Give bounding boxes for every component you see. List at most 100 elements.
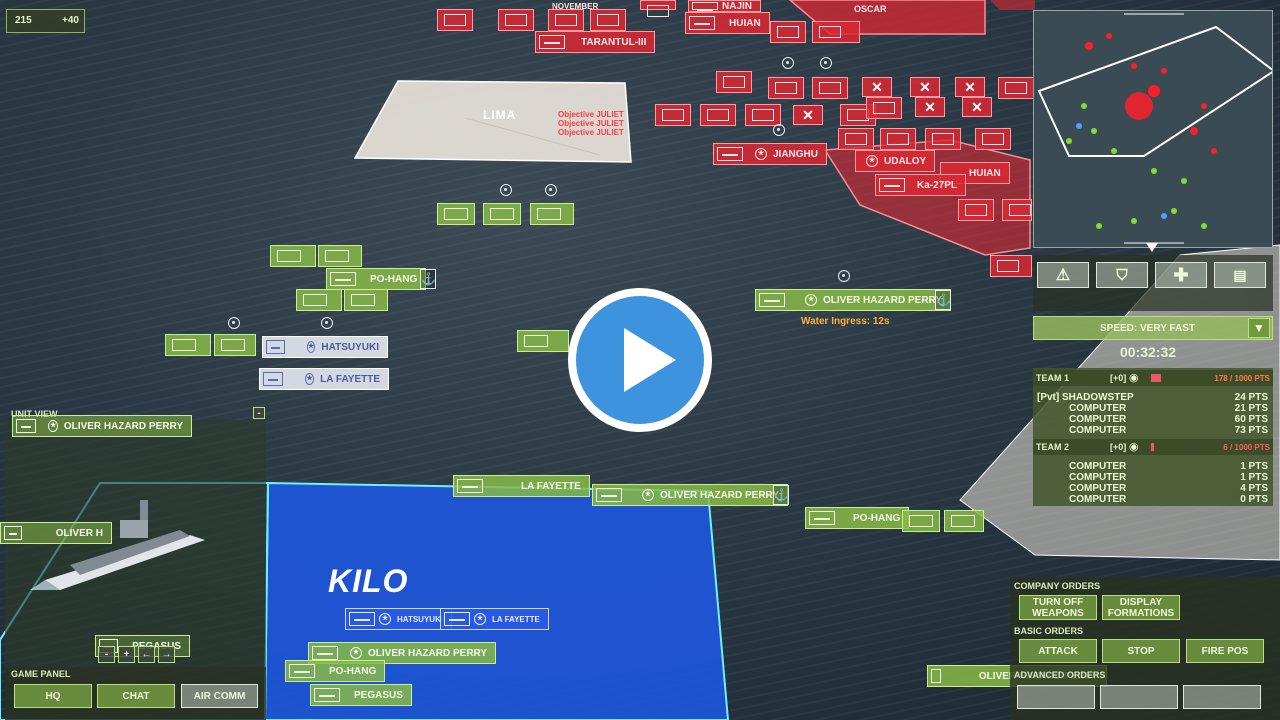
enemy-unit[interactable] bbox=[1002, 199, 1032, 221]
friendly-unit[interactable] bbox=[165, 334, 211, 356]
enemy-unit[interactable] bbox=[998, 77, 1034, 99]
zone-lima-stroke bbox=[464, 117, 601, 156]
unit-view-group-tag[interactable]: OLIVER H bbox=[0, 522, 112, 544]
friendly-tag-lafayette-blue[interactable]: ★ LA FAYETTE bbox=[440, 608, 549, 630]
target-marker-icon[interactable] bbox=[545, 184, 557, 196]
shield-icon[interactable]: ⛉ bbox=[1096, 262, 1148, 288]
enemy-unit[interactable] bbox=[880, 128, 916, 150]
speed-dropdown-arrow-icon[interactable]: ▼ bbox=[1248, 318, 1270, 338]
play-button[interactable] bbox=[568, 288, 712, 432]
destroyed-marker-icon[interactable]: ✕ bbox=[793, 105, 823, 125]
eye-icon[interactable]: ◉ bbox=[1129, 372, 1139, 384]
target-marker-icon[interactable] bbox=[321, 317, 333, 329]
air-comm-button[interactable]: AIR COMM bbox=[181, 684, 258, 708]
rank-star-icon: ★ bbox=[866, 155, 878, 167]
friendly-unit[interactable] bbox=[483, 203, 521, 225]
enemy-unit[interactable] bbox=[548, 9, 584, 31]
friendly-tag-oliver-1[interactable]: ★ OLIVER HAZARD PERRY bbox=[755, 289, 952, 311]
enemy-unit[interactable] bbox=[990, 255, 1032, 277]
friendly-tag-hatsuyuki-white[interactable]: ★ HATSUYUKI bbox=[262, 336, 388, 358]
destroyed-marker-icon[interactable]: ✕ bbox=[862, 77, 892, 97]
turn-off-weapons-button[interactable]: TURN OFF WEAPONS bbox=[1019, 595, 1097, 620]
eye-icon[interactable]: ◉ bbox=[1129, 441, 1139, 453]
attack-button[interactable]: ATTACK bbox=[1019, 639, 1097, 663]
advanced-order-slot-3[interactable] bbox=[1183, 685, 1261, 709]
friendly-tag-pegasus[interactable]: PEGASUS bbox=[310, 684, 412, 706]
advanced-order-slot-2[interactable] bbox=[1100, 685, 1178, 709]
friendly-unit[interactable] bbox=[318, 245, 362, 267]
enemy-unit[interactable] bbox=[958, 199, 994, 221]
enemy-tag-label: HUIAN bbox=[729, 17, 761, 29]
friendly-unit[interactable] bbox=[214, 334, 256, 356]
enemy-unit[interactable] bbox=[768, 77, 804, 99]
friendly-tag-oliver-3[interactable]: ★ OLIVER HAZARD PERRY bbox=[308, 642, 497, 664]
rank-star-icon: ★ bbox=[350, 647, 362, 659]
friendly-tag-po-hang-1[interactable]: PO-HANG bbox=[326, 268, 427, 290]
turn-off-weapons-label: TURN OFF WEAPONS bbox=[1032, 596, 1084, 619]
enemy-unit[interactable] bbox=[770, 21, 806, 43]
friendly-tag-oliver-2[interactable]: ★ OLIVER HAZARD PERRY bbox=[592, 484, 789, 506]
enemy-unit[interactable] bbox=[812, 77, 848, 99]
destroyed-marker-icon[interactable]: ✕ bbox=[915, 97, 945, 117]
advanced-order-slot-1[interactable] bbox=[1017, 685, 1095, 709]
target-marker-icon[interactable] bbox=[820, 57, 832, 69]
enemy-tag-jianghu[interactable]: ★ JIANGHU bbox=[713, 143, 828, 165]
fire-pos-button[interactable]: FIRE POS bbox=[1186, 639, 1264, 663]
friendly-unit[interactable] bbox=[270, 245, 316, 267]
friendly-unit[interactable] bbox=[530, 203, 574, 225]
friendly-unit[interactable] bbox=[437, 203, 475, 225]
enemy-unit[interactable] bbox=[925, 128, 961, 150]
team1-name: TEAM 1 bbox=[1036, 373, 1070, 383]
enemy-unit[interactable] bbox=[716, 71, 752, 93]
friendly-tag-lafayette-white[interactable]: ★ LA FAYETTE bbox=[259, 368, 389, 390]
enemy-tag-tarantul[interactable]: TARANTUL-III bbox=[535, 31, 656, 53]
zoom-in-button[interactable]: + bbox=[118, 646, 135, 663]
warning-icon[interactable]: ⚠ bbox=[1037, 262, 1089, 288]
stop-button[interactable]: STOP bbox=[1102, 639, 1180, 663]
enemy-unit[interactable] bbox=[640, 0, 676, 17]
target-marker-icon[interactable] bbox=[500, 184, 512, 196]
friendly-unit[interactable] bbox=[944, 510, 984, 532]
enemy-tag-najin[interactable]: NAJIN bbox=[688, 0, 762, 12]
target-marker-icon[interactable] bbox=[782, 57, 794, 69]
target-marker-icon[interactable] bbox=[228, 317, 240, 329]
chat-button[interactable]: CHAT bbox=[97, 684, 175, 708]
friendly-unit[interactable] bbox=[517, 330, 569, 352]
next-unit-button[interactable]: → bbox=[158, 646, 175, 663]
minimap[interactable] bbox=[1033, 10, 1273, 248]
medic-cross-icon[interactable]: ✚ bbox=[1155, 262, 1207, 288]
enemy-tag-udaloy[interactable]: ★ UDALOY bbox=[855, 150, 936, 172]
enemy-tag-ka27[interactable]: Ka-27PL bbox=[875, 174, 967, 196]
target-marker-icon[interactable] bbox=[838, 270, 850, 282]
friendly-unit[interactable] bbox=[902, 510, 940, 532]
unit-view-selected-unit[interactable]: ★ OLIVER HAZARD PERRY bbox=[12, 415, 192, 437]
enemy-tag-huian-top[interactable]: HUIAN bbox=[685, 12, 770, 34]
friendly-unit[interactable] bbox=[296, 289, 342, 311]
hq-button[interactable]: HQ bbox=[14, 684, 92, 708]
destroyed-marker-icon[interactable]: ✕ bbox=[910, 77, 940, 97]
friendly-tag-lafayette-2[interactable]: LA FAYETTE bbox=[453, 475, 590, 497]
destroyed-marker-icon[interactable]: ✕ bbox=[955, 77, 985, 97]
enemy-unit[interactable] bbox=[498, 9, 534, 31]
enemy-unit[interactable] bbox=[700, 104, 736, 126]
enemy-unit[interactable] bbox=[590, 9, 626, 31]
unit-view-collapse-button[interactable]: - bbox=[253, 407, 265, 419]
enemy-unit[interactable] bbox=[866, 97, 902, 119]
enemy-unit[interactable] bbox=[812, 21, 860, 43]
target-marker-icon[interactable] bbox=[773, 124, 785, 136]
speed-select[interactable]: SPEED: VERY FAST bbox=[1033, 316, 1273, 340]
friendly-unit[interactable] bbox=[344, 289, 388, 311]
enemy-unit[interactable] bbox=[975, 128, 1011, 150]
enemy-unit[interactable] bbox=[655, 104, 691, 126]
enemy-unit[interactable] bbox=[838, 128, 874, 150]
enemy-unit[interactable] bbox=[745, 104, 781, 126]
enemy-unit[interactable] bbox=[437, 9, 473, 31]
zoom-out-button[interactable]: - bbox=[98, 646, 115, 663]
friendly-tag-hatsuyuki-blue[interactable]: ★ HATSUYUKI bbox=[345, 608, 453, 630]
friendly-tag-po-hang-3[interactable]: PO-HANG bbox=[285, 660, 386, 682]
prev-unit-button[interactable]: ← bbox=[138, 646, 155, 663]
ammo-crate-icon[interactable]: ▤ bbox=[1214, 262, 1266, 288]
friendly-tag-po-hang-2[interactable]: PO-HANG bbox=[805, 507, 910, 529]
display-formations-button[interactable]: DISPLAY FORMATIONS bbox=[1102, 595, 1180, 620]
destroyed-marker-icon[interactable]: ✕ bbox=[962, 97, 992, 117]
